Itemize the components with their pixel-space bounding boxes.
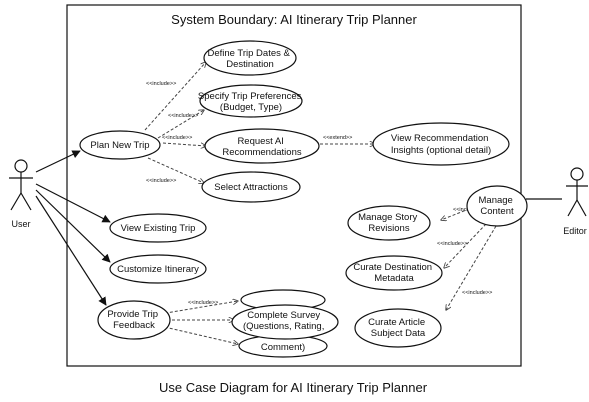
use-case-complete-survey: [231, 304, 339, 340]
include-line-destination-metadata: [444, 223, 487, 268]
assoc-user-plan-new-trip: [35, 150, 81, 173]
use-case-curate-article-subject-data: [354, 308, 442, 348]
use-case-manage-story-revisions: [347, 205, 431, 241]
include-label-select-attractions: <<include>>: [146, 178, 176, 184]
use-case-label-select-attractions: Select Attractions: [214, 182, 288, 193]
use-case-label-customize-itinerary: Customize Itinerary: [117, 264, 199, 275]
use-case-customize-itinerary: [109, 254, 207, 284]
use-case-label-define-trip-dates: Define Trip Dates & Destination: [207, 48, 292, 70]
boundary-title: System Boundary: AI Itinerary Trip Plann…: [171, 12, 417, 27]
actor-user-label: User: [11, 219, 30, 229]
use-case-label-curate-article-subject-data: Curate Article Subject Data: [368, 317, 428, 339]
system-boundary: [66, 4, 522, 367]
use-case-labels: Define Trip Dates & Destination Specify …: [90, 48, 516, 353]
use-case-label-view-recommendation-insights: View Recommendation Insights (optional d…: [391, 133, 491, 156]
include-label-trip-preferences: <<include>>: [168, 113, 198, 119]
include-line-trip-preferences: [157, 110, 204, 139]
include-label-article-data: <<include>>: [462, 290, 492, 296]
use-case-plan-new-trip: [79, 130, 161, 160]
include-line-survey-3: [159, 325, 238, 344]
use-case-view-recommendation-insights: [372, 122, 510, 166]
use-case-label-curate-destination-metadata: Curate Destination Metadata: [353, 262, 434, 284]
use-case-select-attractions: [201, 171, 301, 203]
use-case-label-view-existing-trip: View Existing Trip: [121, 223, 196, 234]
use-case-label-complete-survey: Complete Survey (Questions, Rating, Comm…: [243, 310, 327, 353]
actor-editor-label: Editor: [563, 226, 587, 236]
use-case-manage-content: [466, 185, 528, 227]
include-line-define-dates: [144, 62, 206, 131]
actor-editor: [566, 167, 588, 217]
use-case-label-plan-new-trip: Plan New Trip: [90, 140, 149, 151]
use-case-label-manage-story-revisions: Manage Story Revisions: [358, 212, 420, 234]
use-case-define-trip-dates: [203, 40, 297, 76]
include-label-ai-recommendations: <<include>>: [162, 135, 192, 141]
use-case-shapes: [79, 40, 528, 358]
assoc-user-customize-itinerary: [35, 189, 111, 263]
actor-user: [9, 159, 33, 211]
use-case-label-manage-content: Manage Content: [479, 195, 516, 217]
use-case-request-ai-recommendations: [204, 128, 320, 164]
extend-label-insights: <<extend>>: [323, 135, 352, 141]
use-case-curate-destination-metadata: [345, 255, 443, 291]
use-case-label-request-ai-recommendations: Request AI Recommendations: [222, 136, 301, 158]
include-label-destination-metadata: <<include>>: [437, 241, 467, 247]
use-case-specify-trip-preferences: [199, 84, 303, 118]
include-line-ai-recommendations: [162, 142, 206, 146]
use-case-label-provide-trip-feedback: Provide Trip Feedback: [107, 309, 160, 331]
include-label-survey: <<include>>: [188, 300, 218, 306]
assoc-user-view-existing-trip: [35, 183, 111, 223]
use-case-label-specify-trip-preferences: Specify Trip Preferences (Budget, Type): [198, 91, 304, 113]
include-line-survey-1: [159, 301, 238, 315]
include-line-article-data: [446, 225, 497, 310]
assoc-user-provide-feedback: [35, 195, 107, 306]
user-associations: [35, 150, 111, 306]
diagram-caption: Use Case Diagram for AI Itinerary Trip P…: [159, 380, 428, 395]
include-line-select-attractions: [147, 157, 204, 183]
use-case-provide-trip-feedback: [97, 300, 171, 340]
use-case-view-existing-trip: [109, 213, 207, 243]
include-label-define-dates: <<include>>: [146, 81, 176, 87]
